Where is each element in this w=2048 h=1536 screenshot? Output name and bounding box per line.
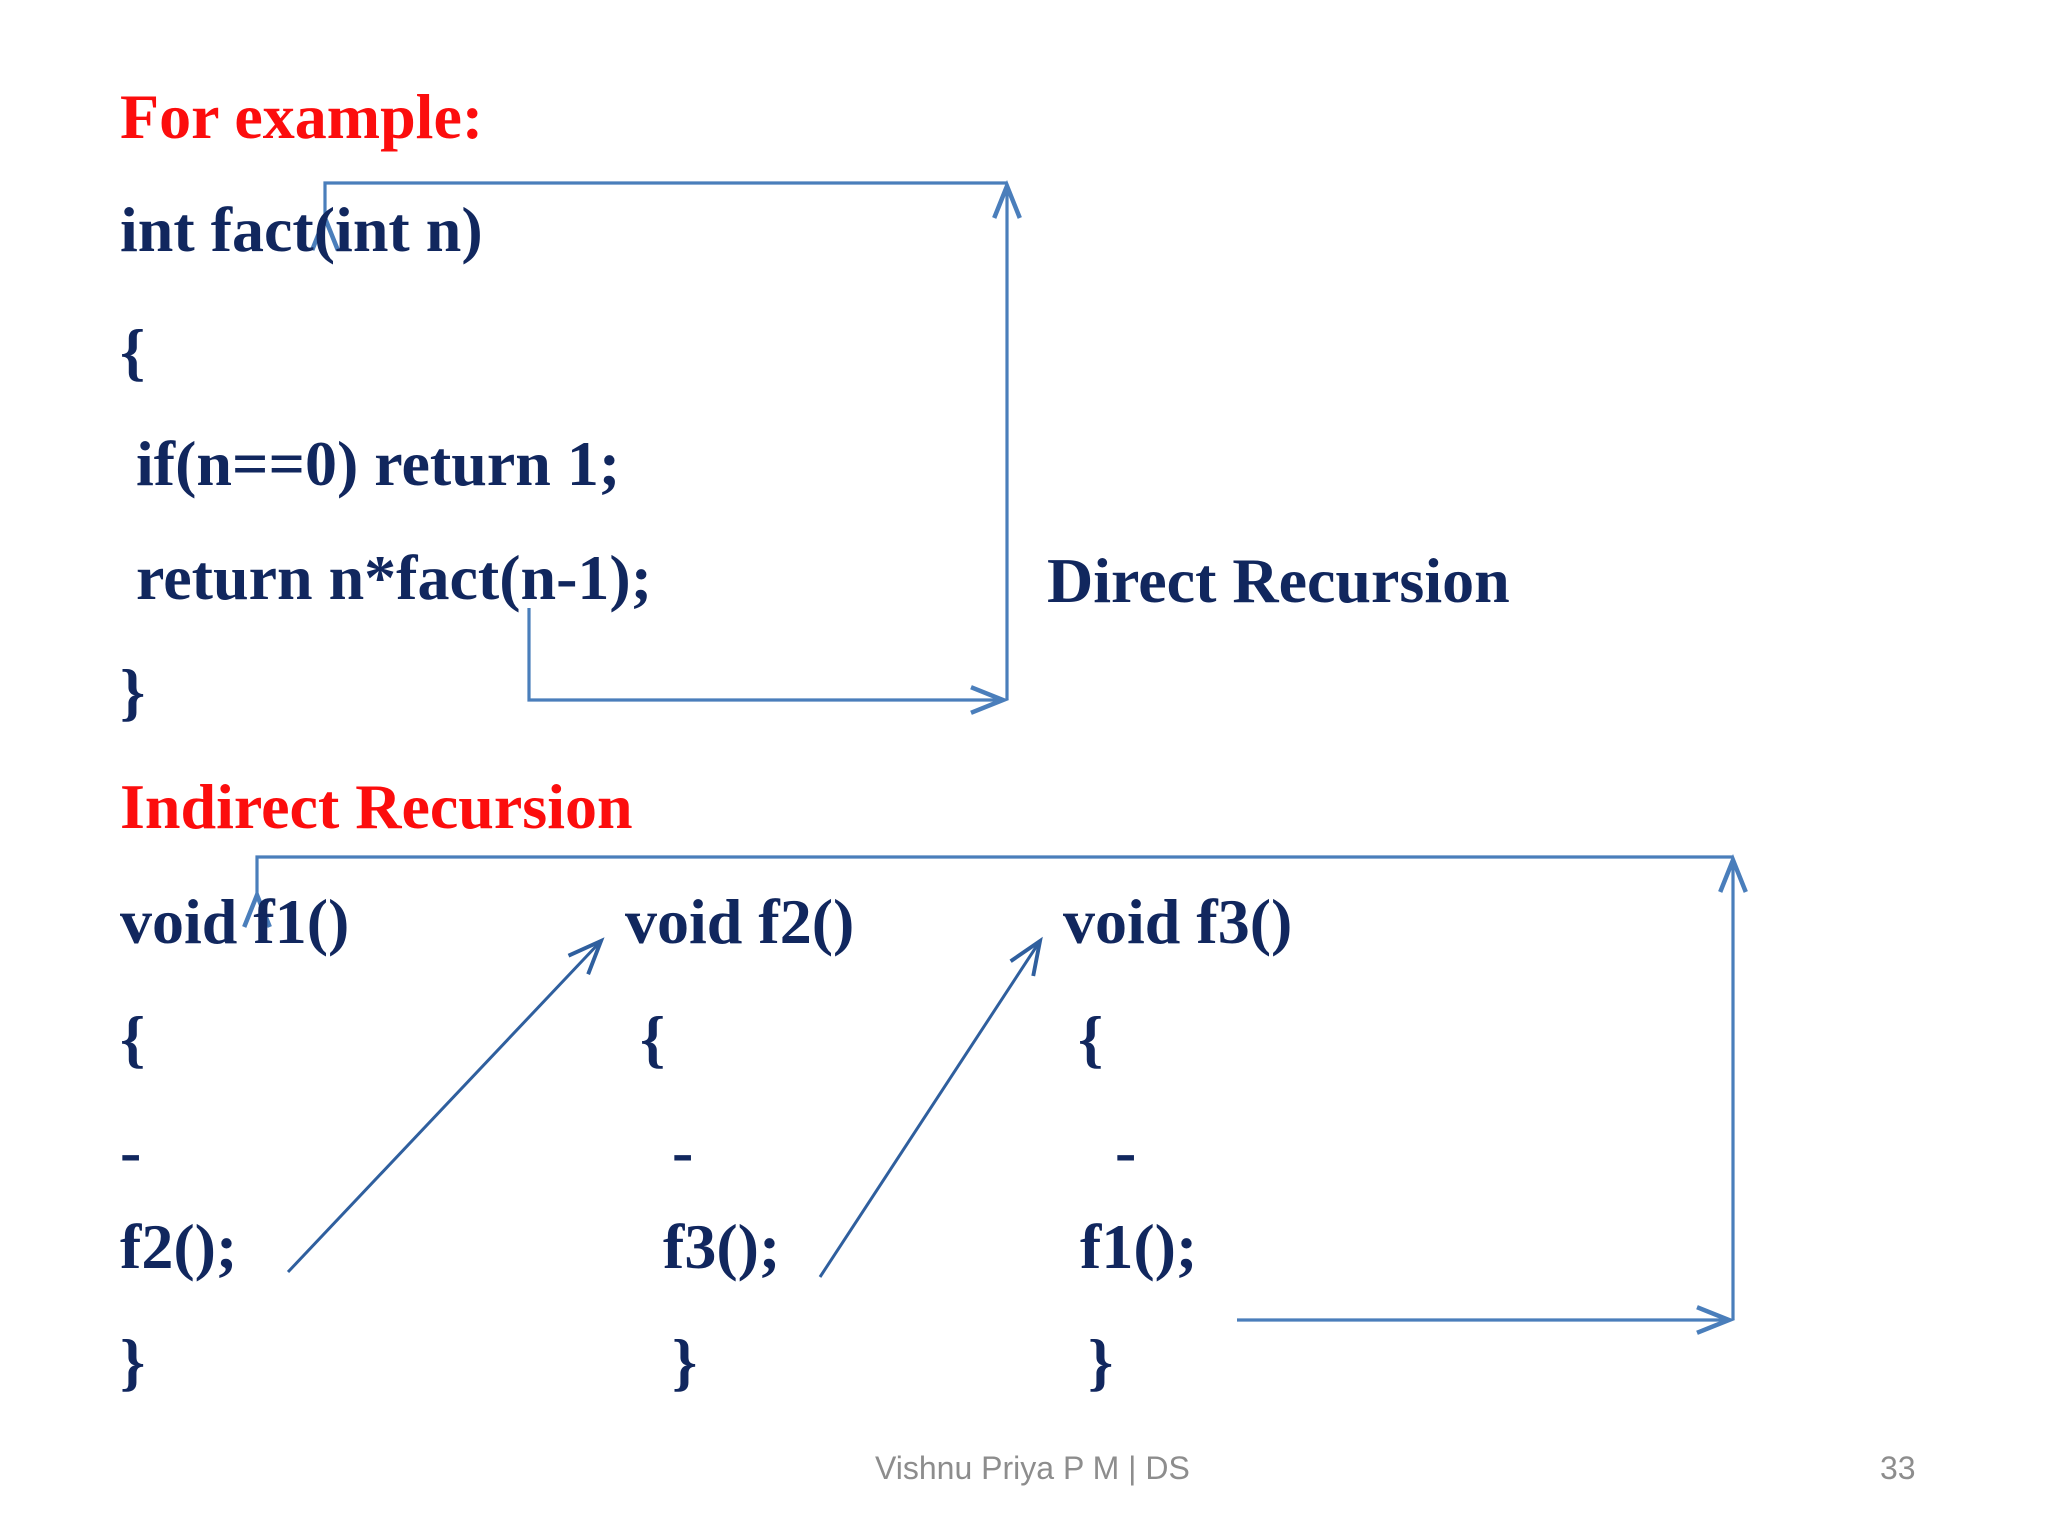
footer-author: Vishnu Priya P M | DS: [875, 1450, 1190, 1486]
f2-line-3: -: [672, 1116, 694, 1187]
f1-line-2: {: [120, 1003, 146, 1074]
direct-recursion-label: Direct Recursion: [1047, 545, 1510, 616]
f3-line-2: {: [1078, 1003, 1104, 1074]
f3-line-1: void f3(): [1063, 886, 1293, 957]
direct-code-line-5: }: [120, 656, 146, 727]
f2-line-1: void f2(): [625, 886, 855, 957]
f3-line-5: }: [1088, 1326, 1114, 1397]
direct-code-line-3: if(n==0) return 1;: [120, 428, 621, 499]
indirect-recursion-connector: [242, 853, 1748, 1335]
f3-line-3: -: [1115, 1116, 1137, 1187]
f2-line-2: {: [640, 1003, 666, 1074]
f1-to-f2-arrow: [286, 937, 605, 1274]
f2-line-4: f3();: [663, 1211, 781, 1282]
f3-line-4: f1();: [1080, 1211, 1198, 1282]
direct-code-line-1: int fact(int n): [120, 194, 483, 265]
f2-line-5: }: [672, 1326, 698, 1397]
f1-line-3: -: [120, 1116, 142, 1187]
for-example-heading: For example:: [120, 81, 484, 152]
f1-line-5: }: [120, 1326, 146, 1397]
direct-code-line-4: return n*fact(n-1);: [120, 542, 653, 613]
f2-to-f3-arrow: [818, 936, 1043, 1278]
f1-line-4: f2();: [120, 1211, 238, 1282]
direct-code-line-2: {: [120, 316, 146, 387]
indirect-recursion-heading: Indirect Recursion: [120, 771, 633, 842]
page-number: 33: [1880, 1450, 1916, 1486]
f1-line-1: void f1(): [120, 886, 350, 957]
